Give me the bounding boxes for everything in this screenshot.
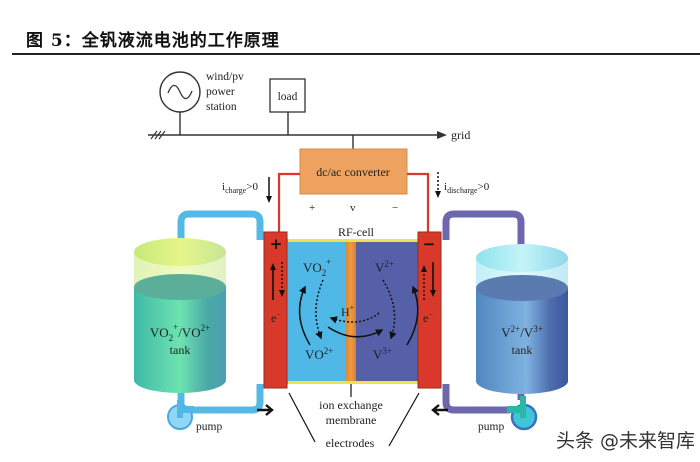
leader-lines xyxy=(288,384,420,447)
external-circuit-wires xyxy=(277,172,430,234)
positive-electrode xyxy=(263,231,288,389)
rf-cell-label: RF-cell xyxy=(338,225,375,239)
left-tank-label: VO2+/VO2+ xyxy=(150,322,210,343)
right-tank-label: V2+/V3+ xyxy=(501,324,543,340)
species-h-plus: H+ xyxy=(341,303,355,319)
species-v-2plus: V2+ xyxy=(375,259,394,275)
generator-label-line1: wind/pv xyxy=(206,71,244,83)
dc-ac-converter xyxy=(299,148,408,195)
species-vo-2plus: VO2+ xyxy=(305,346,333,362)
positive-sign: + xyxy=(270,235,283,253)
grid-arrow-icon xyxy=(437,131,447,139)
species-vo2-plus: VO2+ xyxy=(303,257,331,278)
electrodes-label: electrodes xyxy=(326,436,375,450)
left-flow-arrow-icon xyxy=(257,404,274,416)
negative-sign: − xyxy=(423,235,436,253)
membrane-label-line2: membrane xyxy=(326,413,377,427)
right-flow-arrow-icon xyxy=(431,404,448,416)
negative-half-cell xyxy=(356,239,418,384)
electron-label-right: e− xyxy=(423,310,433,325)
voltage-label: v xyxy=(350,202,356,214)
generator-icon xyxy=(159,71,201,135)
ground-hatch-icon xyxy=(150,130,166,140)
left-pump-label: pump xyxy=(196,421,222,433)
negative-electron-arrows-icon xyxy=(421,262,436,300)
discharge-current-arrow-icon xyxy=(435,172,441,198)
positive-half-cell xyxy=(288,239,346,384)
converter-label: dc/ac converter xyxy=(316,165,390,179)
right-pump-icon xyxy=(507,396,538,431)
negative-electrolyte-tank xyxy=(476,244,568,394)
grid-label: grid xyxy=(451,128,470,142)
left-pump-icon xyxy=(167,400,194,430)
rf-cell xyxy=(281,239,425,384)
ion-exchange-membrane xyxy=(346,239,356,384)
charge-current-label: icharge>0 xyxy=(222,181,258,195)
species-v-3plus: V3+ xyxy=(373,346,392,362)
load-label: load xyxy=(278,91,298,103)
reaction-arrows-icon xyxy=(298,279,419,346)
generator-label-line3: station xyxy=(206,101,237,113)
grid-line xyxy=(148,130,447,140)
right-tank-word: tank xyxy=(512,343,533,357)
positive-electrolyte-tank xyxy=(134,238,226,393)
figure-caption: 图 5：全钒液流电池的工作原理 xyxy=(26,31,280,51)
generator-label-line2: power xyxy=(206,86,235,98)
discharge-current-label: idischarge>0 xyxy=(444,181,490,195)
positive-electron-arrows-icon xyxy=(270,262,285,300)
caption-rule xyxy=(12,53,700,55)
left-tank-word: tank xyxy=(170,343,191,357)
voltage-plus: + xyxy=(309,202,315,214)
membrane-label-line1: ion exchange xyxy=(319,398,383,412)
voltage-minus: − xyxy=(392,202,398,214)
electron-label-left: e− xyxy=(271,310,281,325)
right-pump-label: pump xyxy=(478,421,504,433)
charge-current-arrow-icon xyxy=(266,177,272,203)
load-box xyxy=(269,78,306,135)
watermark: 头条 @未来智库 xyxy=(556,430,696,452)
